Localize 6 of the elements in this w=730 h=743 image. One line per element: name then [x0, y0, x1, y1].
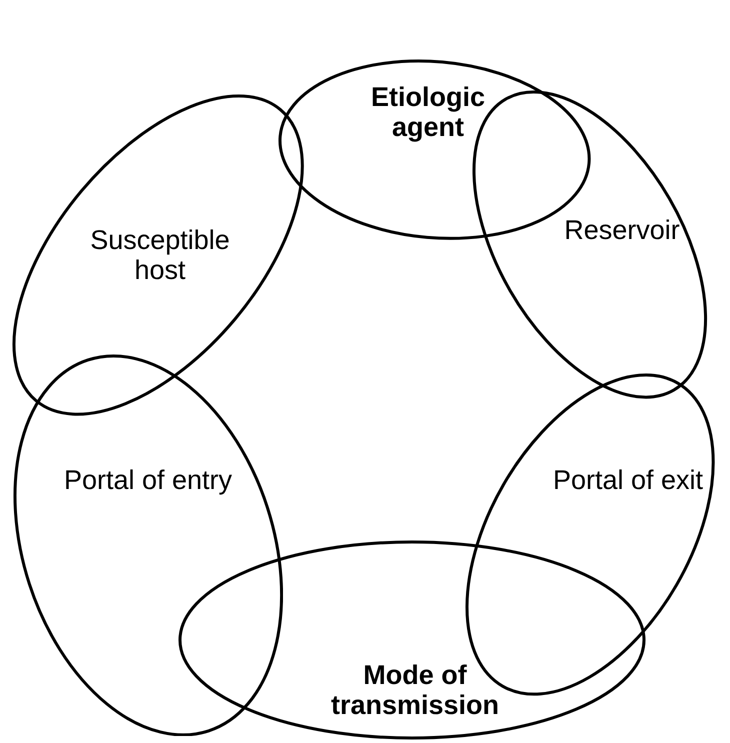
node-label: Portal of exit — [552, 464, 704, 495]
node-label: Portal of entry — [62, 464, 234, 495]
node-label: Susceptible host — [89, 224, 231, 285]
node-label: Reservoir — [563, 214, 681, 245]
node-label: Etiologic agent — [370, 82, 486, 142]
node-label: Mode of transmission — [330, 660, 500, 720]
